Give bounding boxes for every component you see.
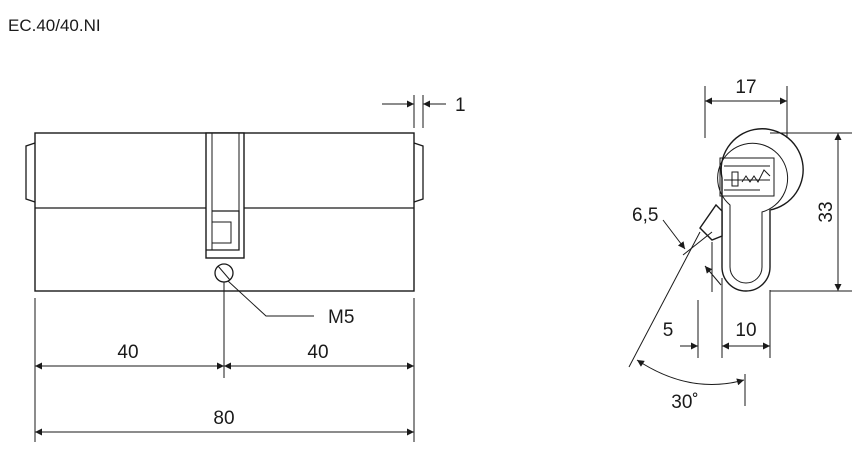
dim-right-length: 40 bbox=[307, 342, 328, 363]
profile-outline bbox=[720, 128, 804, 292]
cylinder-side-view: M5 40 40 80 1 bbox=[25, 95, 466, 442]
screw-label: M5 bbox=[328, 307, 354, 328]
drawing-title: EC.40/40.NI bbox=[8, 16, 101, 35]
dim-left-length: 40 bbox=[117, 342, 138, 363]
dim-cam-thickness: 6,5 bbox=[632, 205, 658, 226]
dim-offset-b: 10 bbox=[735, 320, 756, 341]
dim-cam-offset: 1 bbox=[455, 95, 466, 116]
dim-profile-width: 17 bbox=[735, 77, 756, 98]
dim-total-length: 80 bbox=[213, 408, 234, 429]
dim-offset-a: 5 bbox=[663, 320, 674, 341]
cam bbox=[699, 203, 723, 241]
dim-profile-height: 33 bbox=[816, 201, 837, 222]
cylinder-profile-view: 17 33 6,5 5 10 30˚ bbox=[628, 77, 852, 413]
dim-angle: 30˚ bbox=[671, 392, 698, 413]
